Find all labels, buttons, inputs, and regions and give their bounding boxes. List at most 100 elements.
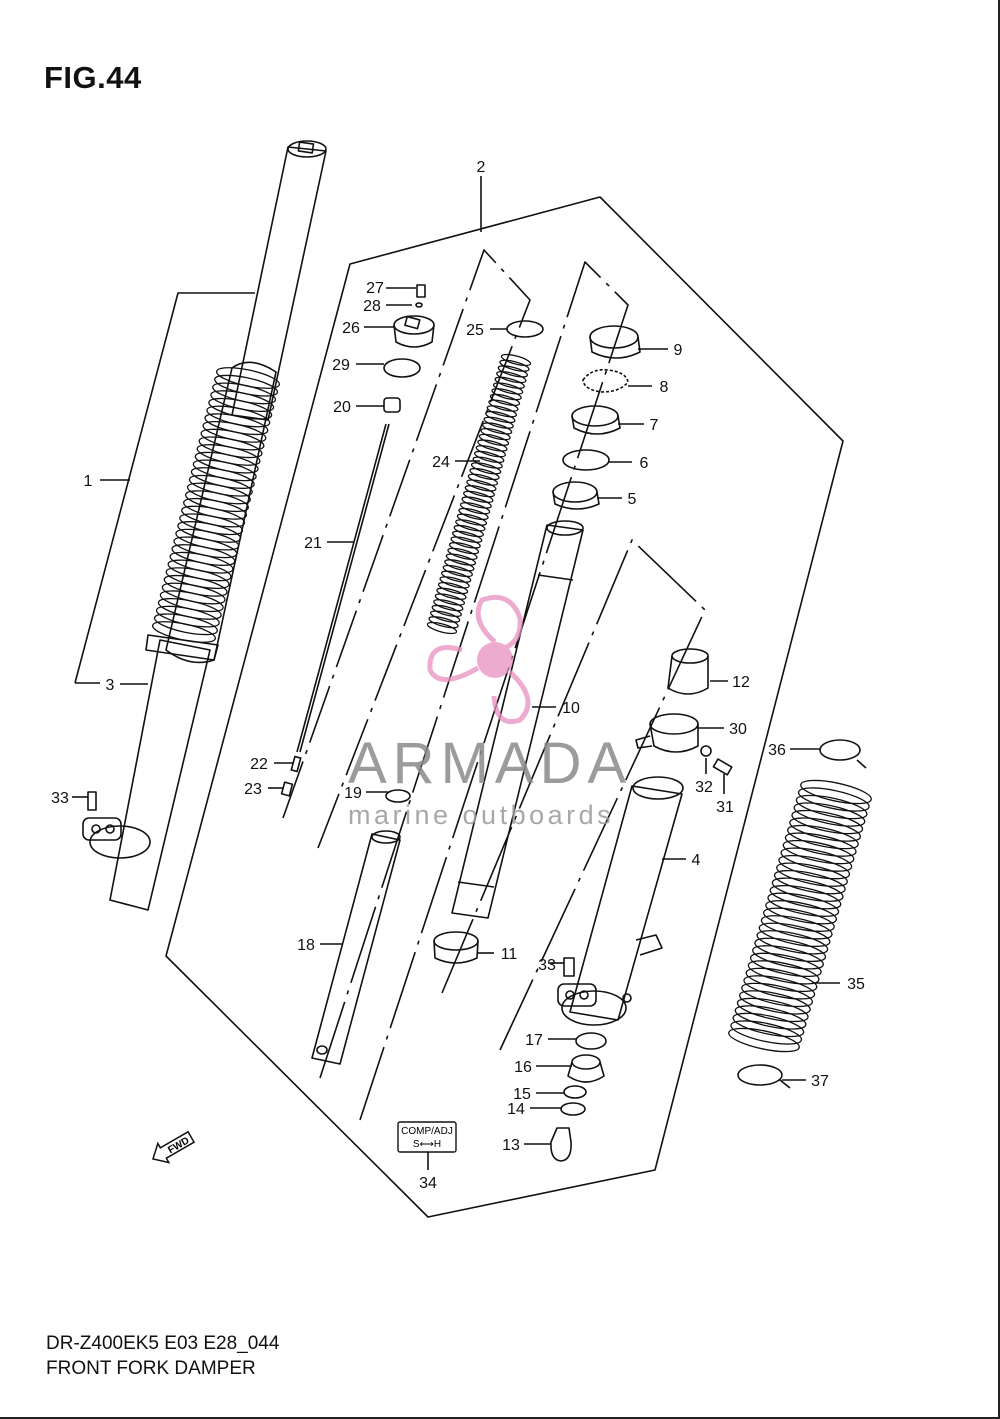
spring-coil [478, 433, 510, 446]
bellows-rib [756, 930, 829, 955]
bellows-rib [758, 922, 831, 947]
bellows-rib [797, 787, 870, 812]
leg-group-outline [74, 292, 255, 684]
outer-tube-group-outline [441, 539, 706, 1051]
spring-coil [442, 564, 473, 578]
spring-coil [428, 616, 459, 629]
callout-5: 5 [628, 491, 637, 508]
callout-4: 4 [692, 852, 701, 869]
spring-coil [456, 513, 488, 526]
callout-9: 9 [674, 342, 683, 359]
callout-31: 31 [716, 799, 734, 816]
spring-coil [492, 382, 524, 395]
fork-assembly-outline [165, 196, 844, 1218]
fork-spring-coils [426, 353, 532, 635]
callout-numbers: 1234567891011121314151617181920212223242… [51, 159, 865, 1192]
spring-coil [486, 405, 518, 418]
callout-33: 33 [538, 957, 556, 974]
spring-coil [489, 393, 521, 407]
lower-tube [311, 833, 401, 1065]
diagram-code: DR-Z400EK5 E03 E28_044 [46, 1333, 280, 1354]
callout-32: 32 [695, 779, 713, 796]
bellows-rib [734, 1005, 807, 1030]
callout-13: 13 [502, 1137, 520, 1154]
bellows-rib [773, 869, 846, 895]
callout-27: 27 [366, 280, 384, 297]
callout-17: 17 [525, 1032, 543, 1049]
bellows-rib [767, 892, 840, 917]
diagram-name: FRONT FORK DAMPER [46, 1358, 256, 1379]
spring-coil [445, 553, 477, 566]
spring-coil [448, 542, 480, 555]
bellows-rib [795, 794, 868, 820]
bellows-rib [728, 1027, 800, 1053]
spring-coil [461, 496, 492, 509]
callout-23: 23 [244, 781, 262, 798]
spring-coil [499, 359, 530, 372]
callout-20: 20 [333, 399, 351, 416]
bellows-rib [153, 613, 218, 636]
callout-36: 36 [768, 742, 786, 759]
spring-group-outline [282, 249, 531, 849]
callout-3: 3 [106, 677, 115, 694]
callout-11: 11 [501, 946, 518, 963]
watermark-logo-hub [477, 642, 513, 678]
forward-arrow-icon: FWD [151, 1130, 196, 1164]
left-boot-ribs [152, 367, 280, 643]
callout-6: 6 [640, 455, 649, 472]
spring-coil [488, 399, 519, 412]
callout-33: 33 [51, 790, 69, 807]
callout-12: 12 [732, 674, 750, 691]
spring-coil [483, 416, 514, 429]
callout-16: 16 [514, 1059, 532, 1076]
spring-coil [437, 581, 469, 595]
spring-coil [447, 547, 478, 560]
spring-coil [500, 353, 532, 367]
callout-18: 18 [297, 937, 315, 954]
spring-coil [439, 576, 470, 589]
forward-arrow-label: FWD [166, 1135, 191, 1156]
bellows-rib [760, 915, 833, 940]
bellows-rib [762, 907, 835, 932]
bellows-rib [741, 982, 814, 1008]
callout-8: 8 [660, 379, 669, 396]
bellows-rib [730, 1020, 803, 1045]
bellows-rib [765, 900, 838, 925]
spring-coil [480, 428, 511, 441]
spring-coil [426, 621, 458, 635]
bellows-rib [152, 621, 216, 643]
spring-coil [459, 502, 491, 515]
callout-28: 28 [363, 298, 381, 315]
callout-24: 24 [432, 454, 450, 471]
spring-coil [481, 422, 513, 435]
bellows-rib [786, 824, 859, 850]
spring-coil [458, 507, 489, 521]
bellows-rib [791, 809, 864, 835]
spring-coil [496, 370, 527, 384]
callout-22: 22 [250, 756, 268, 773]
watermark-tagline: marine outboards [348, 800, 615, 830]
spring-coil [444, 559, 475, 572]
spring-coil [433, 599, 464, 612]
callout-30: 30 [729, 721, 747, 738]
bellows-rib [747, 960, 820, 985]
bellows-rib [745, 967, 818, 993]
callout-2: 2 [477, 159, 486, 176]
callout-1: 1 [84, 473, 93, 490]
watermark-word: ARMADA [348, 731, 633, 796]
bellows-rib [800, 779, 872, 805]
figure-title: FIG.44 [44, 60, 142, 95]
bellows-rib [776, 862, 848, 887]
spring-coil [485, 410, 516, 424]
callout-7: 7 [650, 417, 659, 434]
spring-coil [477, 439, 508, 452]
callout-29: 29 [332, 357, 350, 374]
bellows-rib [749, 952, 822, 978]
spring-coil [436, 587, 467, 600]
bellows-rib [784, 832, 857, 857]
spring-coil [474, 450, 505, 464]
spring-coil [469, 467, 500, 481]
spring-coil [463, 490, 494, 503]
spring-coil [472, 456, 503, 469]
bellows-rib [732, 1012, 805, 1038]
